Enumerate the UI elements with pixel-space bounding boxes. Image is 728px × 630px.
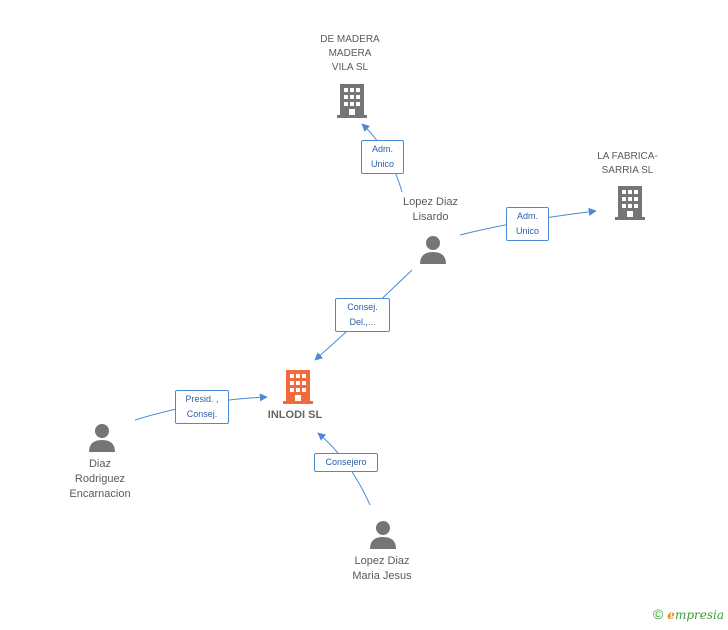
person-name-line: Diaz bbox=[88, 458, 111, 470]
edge-label-line: Adm. bbox=[371, 144, 393, 154]
empresia-footer[interactable]: ©empresia bbox=[653, 606, 724, 622]
edge-label-line: Presid. , bbox=[185, 394, 219, 404]
edge-label-line: Consej. bbox=[186, 409, 218, 419]
edge-label-line: Consejero bbox=[325, 457, 367, 467]
person-lopez-lisardo-label[interactable]: Lopez Diaz Lisardo bbox=[383, 195, 478, 225]
company-de-madera-label[interactable]: DE MADERA MADERA VILA SL bbox=[300, 33, 400, 75]
person-name-line: Encarnacion bbox=[69, 488, 131, 500]
company-name-line: DE MADERA bbox=[320, 34, 380, 45]
edge-label-line: Del.,... bbox=[349, 317, 376, 327]
company-la-fabrica-label[interactable]: LA FABRICA- SARRIA SL bbox=[580, 150, 675, 178]
brand-initial: e bbox=[667, 608, 675, 622]
company-inlodi-label[interactable]: INLODI SL bbox=[250, 408, 340, 423]
building-icon bbox=[337, 84, 367, 118]
company-name-line: SARRIA SL bbox=[601, 165, 654, 176]
edge-label-adm-unico[interactable]: Adm. Unico bbox=[506, 207, 549, 241]
company-name-line: VILA SL bbox=[331, 62, 369, 73]
copyright-icon: © bbox=[652, 606, 664, 622]
person-icon bbox=[370, 521, 396, 549]
edge-label-presid-consej[interactable]: Presid. , Consej. bbox=[175, 390, 229, 424]
brand-rest: mpresia bbox=[674, 608, 724, 622]
edge-label-line: Unico bbox=[370, 159, 394, 169]
edge-label-line: Unico bbox=[515, 226, 539, 236]
edge-label-consej-del[interactable]: Consej. Del.,... bbox=[335, 298, 390, 332]
person-lopez-maria-label[interactable]: Lopez Diaz Maria Jesus bbox=[332, 554, 432, 584]
person-icon bbox=[420, 236, 446, 264]
person-name-line: Rodriguez bbox=[74, 473, 126, 485]
person-name-line: Lopez Diaz bbox=[354, 555, 410, 567]
company-name-line: MADERA bbox=[328, 48, 372, 59]
building-icon bbox=[615, 186, 645, 220]
empresia-logo: empresia bbox=[667, 608, 724, 622]
edge-label-adm-unico[interactable]: Adm. Unico bbox=[361, 140, 404, 174]
company-name-line: LA FABRICA- bbox=[597, 151, 658, 162]
person-name-line: Lisardo bbox=[412, 211, 449, 223]
person-icon bbox=[89, 424, 115, 452]
main-building-icon bbox=[283, 370, 313, 404]
edge-label-consejero[interactable]: Consejero bbox=[314, 453, 378, 472]
edge-label-line: Consej. bbox=[347, 302, 378, 312]
edge-label-line: Adm. bbox=[516, 211, 538, 221]
person-diaz-encarnacion-label[interactable]: Diaz Rodriguez Encarnacion bbox=[50, 457, 150, 502]
person-name-line: Maria Jesus bbox=[352, 570, 412, 582]
company-name-line: INLODI SL bbox=[267, 409, 323, 421]
person-name-line: Lopez Diaz bbox=[402, 196, 459, 208]
